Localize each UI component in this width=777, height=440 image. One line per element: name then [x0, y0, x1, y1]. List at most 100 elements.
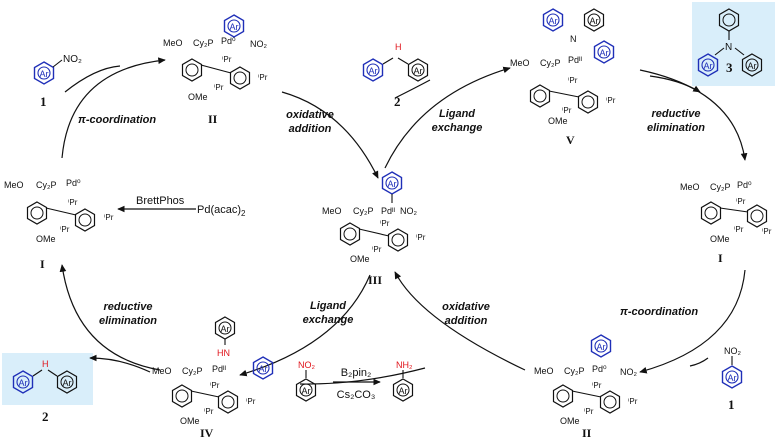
svg-text:NH₂: NH₂: [396, 360, 413, 370]
svg-text:MeO: MeO: [680, 182, 700, 192]
svg-text:ⁱPr: ⁱPr: [562, 106, 572, 115]
svg-text:ⁱPr: ⁱPr: [210, 381, 220, 390]
svg-text:Ar: Ar: [230, 22, 239, 32]
svg-text:Cy₂P: Cy₂P: [710, 182, 731, 192]
step-reductive-left-2: elimination: [99, 315, 157, 327]
svg-text:ⁱPr: ⁱPr: [736, 197, 746, 206]
svg-text:ⁱPr: ⁱPr: [68, 198, 78, 207]
step-ligand-top-1: Ligand: [439, 108, 475, 120]
reagent-cs2co3: Cs₂CO₃: [337, 389, 376, 401]
svg-text:OMe: OMe: [188, 92, 208, 102]
svg-text:OMe: OMe: [710, 234, 730, 244]
reagent-brettphos: BrettPhos: [136, 195, 185, 207]
svg-text:Ar: Ar: [302, 386, 311, 396]
svg-text:NO₂: NO₂: [63, 54, 82, 65]
label-compound-2-top: 2: [394, 94, 401, 109]
svg-text:MeO: MeO: [4, 180, 24, 190]
triarylamine-3: N Ar Ar 3: [697, 8, 763, 77]
step-oxidative-bottom-2: addition: [445, 315, 488, 327]
svg-text:HN: HN: [217, 348, 230, 358]
svg-text:Pdᴵᴵ: Pdᴵᴵ: [568, 55, 583, 65]
svg-text:Cy₂P: Cy₂P: [193, 38, 214, 48]
step-oxidative-top-2: addition: [289, 123, 332, 135]
svg-text:Ar: Ar: [221, 324, 230, 334]
reagents: BrettPhos Pd(acac)2 B₂pin₂ Cs₂CO₃: [136, 195, 375, 401]
svg-text:OMe: OMe: [36, 234, 56, 244]
svg-text:Ar: Ar: [597, 342, 606, 352]
svg-text:MeO: MeO: [152, 366, 172, 376]
svg-text:ⁱPr: ⁱPr: [372, 245, 382, 254]
step-reductive-right-2: elimination: [647, 122, 705, 134]
svg-text:OMe: OMe: [560, 416, 580, 426]
diarylamine-2-top: Ar H Ar 2: [362, 42, 429, 109]
label-complex-V: V: [566, 133, 575, 147]
label-complex-I-left: I: [40, 257, 45, 271]
step-oxidative-top-1: oxidative: [286, 109, 334, 121]
svg-text:ⁱPr: ⁱPr: [592, 381, 602, 390]
svg-text:Ar: Ar: [728, 373, 737, 383]
svg-text:Cy₂P: Cy₂P: [36, 180, 57, 190]
svg-text:Pd⁰: Pd⁰: [221, 36, 236, 46]
label-compound-1-top: 1: [40, 94, 47, 109]
svg-text:ⁱPr: ⁱPr: [60, 225, 70, 234]
svg-text:ⁱPr: ⁱPr: [204, 407, 214, 416]
svg-text:N: N: [725, 42, 732, 53]
label-compound-2-bottom: 2: [42, 409, 49, 424]
svg-text:MeO: MeO: [510, 58, 530, 68]
label-complex-I-right: I: [718, 251, 723, 265]
complex-IV-bottom: Ar HN Ar MeO Cy₂P Pdᴵᴵ ⁱPr ⁱPr ⁱPr OMe I…: [152, 316, 274, 440]
svg-text:ⁱPr: ⁱPr: [734, 225, 744, 234]
svg-text:N: N: [570, 34, 577, 44]
svg-text:ⁱPr: ⁱPr: [762, 227, 772, 236]
svg-text:ⁱPr: ⁱPr: [104, 213, 114, 222]
nitroarene-1-top: Ar NO₂ 1: [33, 54, 82, 109]
svg-text:Ar: Ar: [704, 61, 713, 71]
svg-text:Ar: Ar: [63, 378, 72, 388]
complex-III-center: Ar MeO Cy₂P Pdᴵᴵ NO₂ ⁱPr ⁱPr ⁱPr OMe III: [322, 171, 426, 287]
svg-text:Pd⁰: Pd⁰: [737, 180, 752, 190]
svg-text:NO₂: NO₂: [724, 346, 742, 356]
nitroarene-reagent: NO₂ Ar: [295, 360, 317, 402]
step-ligand-bottom-1: Ligand: [310, 300, 346, 312]
complex-I-right: MeO Cy₂P Pd⁰ ⁱPr ⁱPr ⁱPr OMe I: [680, 180, 772, 265]
svg-text:Pd⁰: Pd⁰: [66, 178, 81, 188]
step-reductive-left-1: reductive: [104, 301, 153, 313]
svg-text:ⁱPr: ⁱPr: [416, 233, 426, 242]
svg-text:Ar: Ar: [388, 179, 397, 189]
nitroarene-1-bottom: NO₂ Ar 1: [721, 346, 743, 412]
svg-text:Ar: Ar: [414, 66, 423, 76]
label-complex-II-top: II: [208, 112, 218, 126]
svg-text:NO₂: NO₂: [620, 367, 638, 377]
svg-text:OMe: OMe: [350, 254, 370, 264]
svg-text:ⁱPr: ⁱPr: [258, 73, 268, 82]
svg-text:ⁱPr: ⁱPr: [568, 76, 578, 85]
reagent-b2pin2: B₂pin₂: [341, 367, 372, 379]
svg-text:ⁱPr: ⁱPr: [628, 397, 638, 406]
svg-text:ⁱPr: ⁱPr: [246, 397, 256, 406]
svg-text:ⁱPr: ⁱPr: [214, 83, 224, 92]
svg-text:ⁱPr: ⁱPr: [380, 219, 390, 228]
svg-text:Ar: Ar: [40, 69, 49, 79]
reagent-pd-acac: Pd(acac)2: [197, 204, 246, 218]
step-labels: π-coordination oxidative addition Ligand…: [78, 108, 705, 327]
svg-text:Cy₂P: Cy₂P: [540, 58, 561, 68]
svg-text:Ar: Ar: [19, 378, 28, 388]
svg-text:Ar: Ar: [590, 16, 599, 26]
svg-text:Ar: Ar: [399, 386, 408, 396]
svg-text:Ar: Ar: [600, 48, 609, 58]
step-pi-coordination-right: π-coordination: [620, 306, 698, 318]
svg-text:Pd⁰: Pd⁰: [592, 364, 607, 374]
svg-text:Ar: Ar: [259, 364, 268, 374]
svg-text:H: H: [42, 359, 49, 369]
svg-text:H: H: [395, 42, 402, 52]
step-pi-coordination-left: π-coordination: [78, 114, 156, 126]
step-reductive-right-1: reductive: [652, 108, 701, 120]
svg-text:NO₂: NO₂: [250, 39, 268, 49]
svg-text:MeO: MeO: [163, 38, 183, 48]
svg-text:MeO: MeO: [534, 366, 554, 376]
complex-II-bottom: Ar MeO Cy₂P Pd⁰ NO₂ ⁱPr ⁱPr ⁱPr OMe II: [534, 334, 638, 440]
svg-text:Pdᴵᴵ: Pdᴵᴵ: [212, 364, 227, 374]
diarylamine-2-bottom: Ar H Ar 2: [12, 359, 78, 424]
svg-text:NO₂: NO₂: [298, 360, 316, 370]
